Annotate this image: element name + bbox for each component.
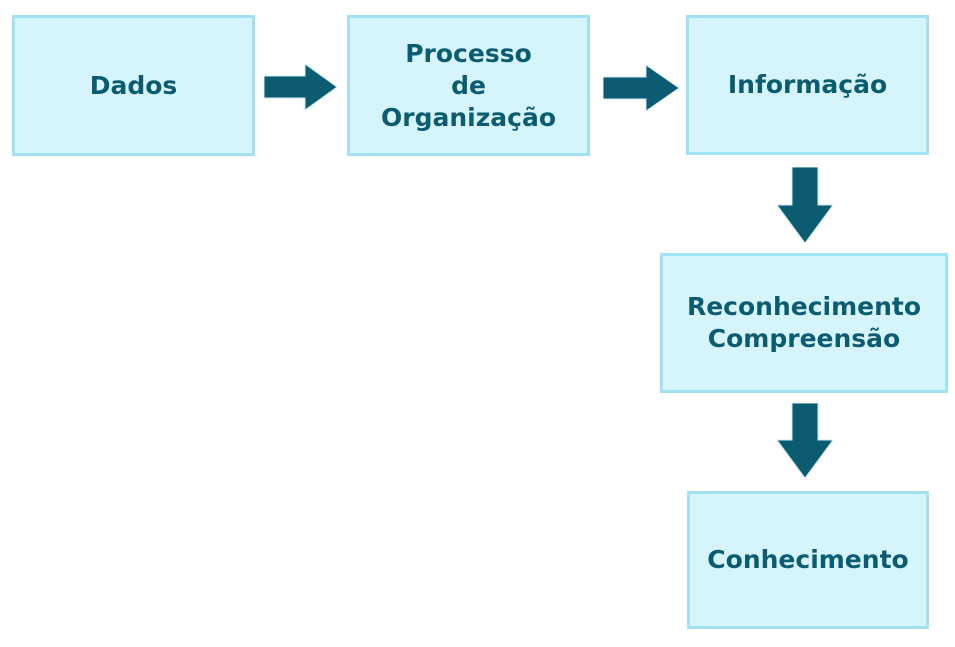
arrow-informacao-to-reconhecimento	[777, 167, 833, 243]
right-arrow-icon	[603, 65, 679, 111]
down-arrow-icon	[777, 403, 833, 478]
right-arrow-icon	[264, 64, 337, 110]
arrow-reconhecimento-to-conhecimento	[777, 403, 833, 478]
node-dados: Dados	[12, 15, 255, 156]
node-informacao: Informação	[686, 15, 929, 155]
node-reconhecimento-compreensao-label: Reconhecimento Compreensão	[686, 292, 922, 353]
arrow-processo-to-informacao	[603, 65, 679, 111]
node-processo-de-organizacao-label: Processo de Organização	[381, 38, 556, 132]
node-processo-de-organizacao: Processo de Organização	[347, 15, 590, 156]
node-informacao-label: Informação	[727, 70, 888, 99]
node-reconhecimento-compreensao: Reconhecimento Compreensão	[660, 253, 948, 393]
arrow-dados-to-processo	[264, 64, 337, 110]
down-arrow-icon	[777, 167, 833, 243]
node-conhecimento: Conhecimento	[687, 491, 929, 629]
node-dados-label: Dados	[89, 70, 178, 100]
node-conhecimento-label: Conhecimento	[707, 545, 909, 574]
